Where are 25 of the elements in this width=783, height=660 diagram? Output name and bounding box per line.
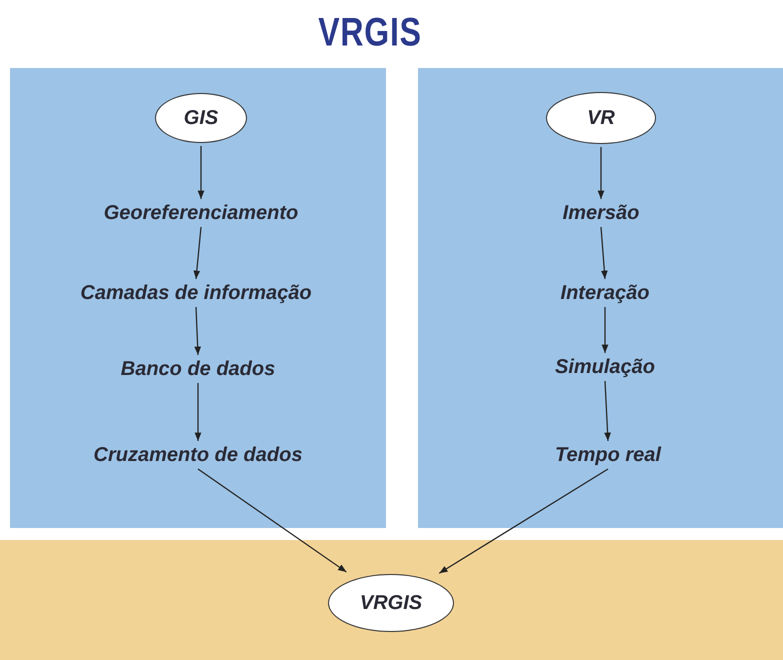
panel-background: [10, 68, 386, 528]
step-label: Simulação: [554, 356, 656, 378]
step-label: Tempo real: [555, 444, 661, 466]
arrow: [604, 380, 611, 442]
node-label: GIS: [184, 107, 218, 129]
arrow: [198, 146, 204, 199]
node-label: VRGIS: [360, 592, 422, 614]
step-label: Cruzamento de dados: [94, 444, 302, 466]
arrow: [193, 226, 202, 280]
arrow: [438, 468, 608, 574]
panel-background: [0, 540, 783, 660]
arrow: [194, 383, 202, 441]
arrow: [194, 306, 201, 356]
step-label: Banco de dados: [120, 358, 276, 380]
step-label: Georeferenciamento: [104, 202, 298, 224]
step-label: Imersão: [562, 202, 640, 224]
diagram-title: VRGIS: [318, 10, 422, 56]
arrow: [598, 147, 604, 199]
arrow: [602, 307, 608, 353]
arrow: [198, 468, 347, 573]
node-label: VR: [587, 107, 615, 129]
step-label: Camadas de informação: [80, 282, 312, 304]
step-label: Interação: [560, 282, 650, 304]
arrow: [600, 226, 608, 280]
panel-background: [418, 68, 783, 528]
